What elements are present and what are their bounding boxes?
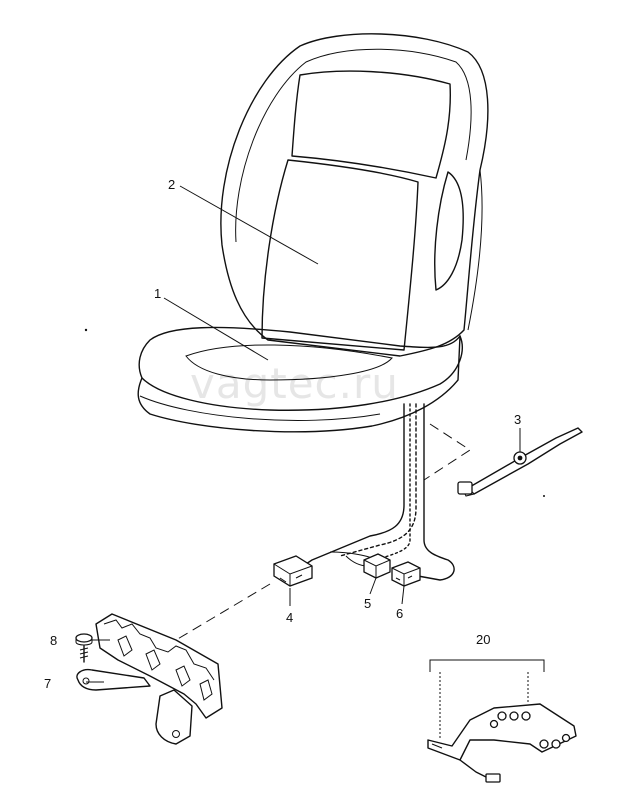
callout-6: 6	[396, 606, 403, 621]
wire-assembly-20	[427, 659, 577, 783]
callout-2: 2	[168, 177, 175, 192]
bracket-7	[76, 613, 223, 745]
stray-dot	[84, 328, 88, 332]
connector-5	[363, 553, 391, 579]
callout-1: 1	[154, 286, 161, 301]
connector-6	[391, 561, 421, 587]
seat	[137, 33, 489, 433]
leader-lines	[86, 185, 521, 683]
watermark: vagtec.ru	[190, 359, 399, 408]
callout-4: 4	[286, 610, 293, 625]
callout-labels: 1 2 3 4 5 6 7 8 20	[44, 177, 521, 691]
connector-4	[273, 555, 313, 587]
callout-5: 5	[364, 596, 371, 611]
callout-20: 20	[476, 632, 490, 647]
stray-dot	[543, 495, 545, 497]
wiring-harness	[299, 403, 455, 581]
callout-8: 8	[50, 633, 57, 648]
callout-7: 7	[44, 676, 51, 691]
callout-3: 3	[514, 412, 521, 427]
bolt-8	[75, 633, 93, 663]
